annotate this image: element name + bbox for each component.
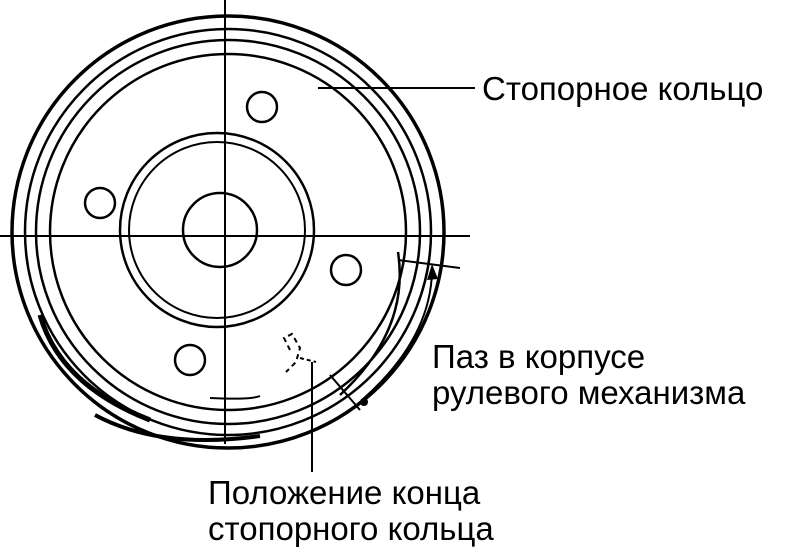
- ring-end-label-line2: стопорного кольца: [208, 510, 494, 547]
- outer-ring-2: [23, 27, 433, 437]
- retaining-ring-shape: [48, 52, 408, 412]
- groove-label-line1: Паз в корпусе: [432, 338, 645, 375]
- groove-tick: [329, 374, 361, 411]
- hub-ring-inner: [128, 141, 306, 319]
- hub-rings: [118, 131, 316, 329]
- bolt-hole: [245, 90, 279, 124]
- bolt-hole: [329, 253, 363, 287]
- ring-end-marker: [282, 332, 317, 373]
- outer-ring-3: [34, 38, 422, 426]
- ring-segments: [37, 251, 402, 442]
- outer-rings: [10, 14, 446, 450]
- groove-dot: [360, 398, 368, 406]
- inner-gap-arc: [209, 395, 261, 400]
- ring-end-hook: [282, 332, 302, 373]
- groove-arrow-path: [361, 271, 433, 401]
- groove-arrow-head: [427, 264, 438, 280]
- groove-leader: [397, 259, 461, 269]
- center-lines: [0, 0, 470, 444]
- bolt-hole: [173, 343, 207, 377]
- lower-left-arc: [37, 314, 151, 423]
- outer-ring-1: [10, 14, 446, 450]
- hub-ring-outer: [118, 131, 316, 329]
- center-bore: [181, 191, 259, 269]
- ring-end-label-line1: Положение конца: [208, 474, 481, 511]
- right-lower-arc: [339, 251, 402, 396]
- ring-end-tip: [299, 357, 317, 363]
- bottom-arc: [94, 413, 261, 442]
- leader-lines: [311, 87, 475, 472]
- bolt-holes: [83, 90, 363, 377]
- groove-label-line2: рулевого механизма: [432, 374, 746, 411]
- bolt-hole: [83, 186, 117, 220]
- retaining-ring-label: Стопорное кольцо: [482, 70, 763, 107]
